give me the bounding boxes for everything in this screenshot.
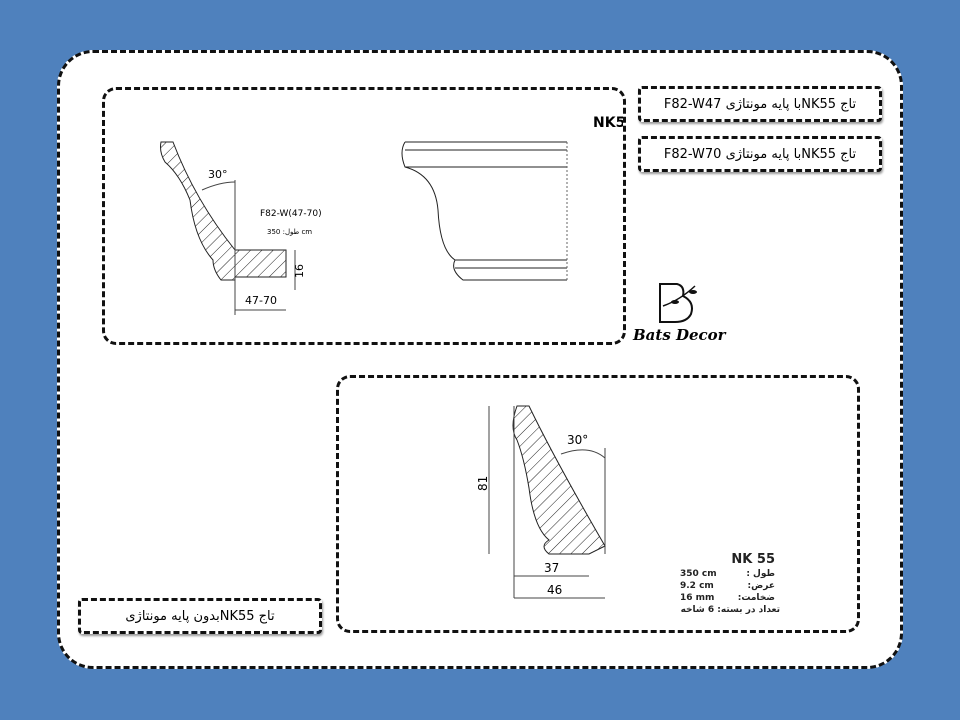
spec-title: NK 55 [731,552,775,567]
bottom-angle-label: 30° [567,433,588,447]
length-note: طول: 350 cm [267,228,312,236]
top-angle-label: 30° [208,168,228,181]
spec-table: NK 55 350 cm طول : 9.2 cm عرض: 16 mm ضخامت:… [680,552,780,615]
spec-row: 16 mm ضخامت: [680,593,775,603]
spec-value: 16 mm [680,593,715,603]
top-width-dim: 47-70 [245,294,277,307]
label-f82-w70: تاج NK55با پایه مونتاژی F82-W70 [638,136,882,172]
base-code-label: F82-W(47-70) [260,209,322,219]
spec-package: تعداد در بسته: 6 شاخه [680,605,780,615]
spec-row: 9.2 cm عرض: [680,581,775,591]
spec-value: 350 cm [680,569,717,579]
bottom-diagram-panel: 81 30° 37 46 [336,375,860,633]
crown-with-base-drawing: 30° F82-W(47-70) طول: 350 cm 16 47-70 سر… [160,115,787,315]
bottom-width-outer: 46 [547,583,562,597]
label-f82-w47: تاج NK55با پایه مونتاژی F82-W47 [638,86,882,122]
spec-label: عرض: [747,581,775,591]
bottom-height-dim: 81 [476,476,490,491]
spec-value: 9.2 cm [680,581,714,591]
label-without-base: تاج NK55بدون پایه مونتاژی [78,598,322,634]
logo-text: Bats Decor [633,326,726,344]
spec-label: ضخامت: [737,593,775,603]
top-title: سرتاج با پایه مونتاژی NK55 [593,115,623,131]
spec-row: 350 cm طول : [680,569,775,579]
top-diagram-panel: 30° F82-W(47-70) طول: 350 cm 16 47-70 سر… [102,87,787,345]
bottom-width-inner: 37 [544,561,559,575]
spec-label: طول : [746,569,775,579]
crown-without-base-drawing: 81 30° 37 46 [476,405,606,599]
top-height-dim: 16 [293,264,306,278]
bats-decor-logo-icon [659,283,697,323]
